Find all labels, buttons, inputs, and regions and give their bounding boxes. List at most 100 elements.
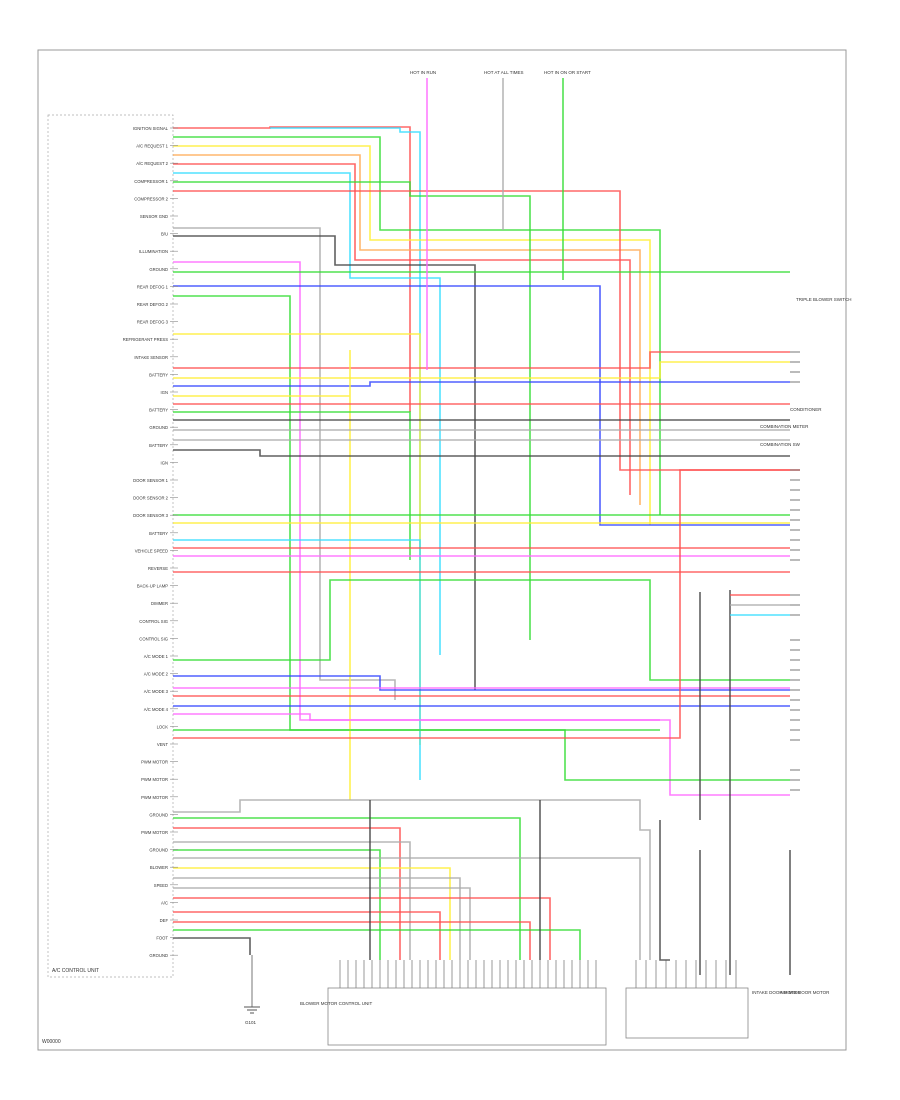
pin-label: CONTROL SIG (139, 636, 168, 641)
wire (173, 817, 521, 960)
pin-label: GROUND (149, 425, 168, 430)
pin-label: A/C (161, 900, 168, 905)
right-label-group: TRIPLE BLOWER SWITCH CONDITIONER COMBINA… (760, 297, 852, 447)
pin-label: ILLUMINATION (139, 249, 168, 254)
wire (173, 729, 790, 781)
left-pin-labels: IGNITION SIGNAL A/C REQUEST 1 A/C REQUEST … (123, 126, 169, 958)
wire (173, 285, 790, 526)
pin-label: FOOT (156, 936, 168, 941)
right-label-conditioner: CONDITIONER (790, 407, 822, 412)
wire (173, 163, 631, 495)
pin-label: COMPRESSOR 2 (134, 196, 168, 201)
wire (173, 887, 471, 960)
pin-label: DEF (160, 918, 169, 923)
top-label-3: HOT IN ON OR START (544, 70, 591, 75)
pin-label: LOCK (157, 724, 169, 729)
pin-label: DOOR SENSOR 2 (133, 496, 169, 501)
pin-label: PWM MOTOR (141, 777, 168, 782)
ecu-label: A/C CONTROL UNIT (52, 968, 99, 974)
wire (173, 154, 641, 505)
wire (270, 127, 421, 560)
pin-label: DOOR SENSOR 3 (133, 513, 169, 518)
pin-label: REAR DEFOG 2 (137, 302, 169, 307)
pin-label: BACK-UP LAMP (137, 584, 168, 589)
bottom-label-airmix: AIR MIX DOOR MOTOR (780, 990, 830, 995)
wire (659, 820, 670, 961)
wire (173, 126, 411, 412)
pin-label: A/C REQUEST 1 (136, 144, 168, 149)
bottom-modules: BLOWER MOTOR CONTROL UNIT INTAKE DOOR MO… (300, 987, 830, 1046)
pin-label: PWM MOTOR (141, 795, 168, 800)
pin-label: A/C REQUEST 2 (136, 161, 168, 166)
pin-label: VENT (157, 742, 169, 747)
wire (173, 227, 396, 700)
bottom-label-intake: INTAKE DOOR MOTOR (752, 990, 801, 995)
pin-label: INTAKE SENSOR (134, 355, 168, 360)
pin-label: IGN (161, 460, 168, 465)
pin-label: DOOR SENSOR 1 (133, 478, 169, 483)
wire (173, 857, 641, 960)
pin-label: A/C MODE 1 (144, 654, 169, 659)
pin-label: PWM MOTOR (141, 830, 168, 835)
wire (173, 351, 790, 369)
wire (173, 841, 411, 960)
pin-label: B/U (161, 232, 168, 237)
door-motor-box (625, 987, 749, 1039)
top-label-2: HOT AT ALL TIMES (484, 70, 524, 75)
wire (173, 929, 581, 960)
pin-label: GROUND (149, 267, 168, 272)
wire (173, 145, 651, 525)
pin-label: BATTERY (149, 443, 168, 448)
top-label-1: HOT IN RUN (410, 70, 436, 75)
ground-symbol: G101 (244, 955, 260, 1025)
ground-label: G101 (245, 1020, 257, 1025)
pin-label: CONTROL SIG (139, 619, 168, 624)
pin-label: BLOWER (150, 865, 168, 870)
wire (173, 921, 531, 960)
wire (173, 539, 421, 780)
wire (173, 877, 461, 960)
pin-label: GROUND (149, 812, 168, 817)
wire (173, 449, 790, 457)
wire (173, 361, 790, 379)
wire (173, 411, 411, 560)
pin-label: GROUND (149, 848, 168, 853)
pin-label: A/C MODE 4 (144, 707, 169, 712)
wire (173, 381, 790, 387)
pin-label: REAR DEFOG 3 (137, 320, 169, 325)
pin-label: BATTERY (149, 531, 168, 536)
pin-label: PWM MOTOR (141, 760, 168, 765)
pin-label: SPEED (154, 883, 168, 888)
pin-label: COMPRESSOR 1 (134, 179, 168, 184)
wire (173, 911, 441, 960)
wire-harness (170, 78, 800, 988)
pin-label: A/C MODE 3 (144, 689, 169, 694)
wire (173, 799, 651, 960)
pin-label: IGNITION SIGNAL (133, 126, 169, 131)
wire (173, 713, 790, 796)
wire (173, 849, 381, 960)
wire (173, 827, 401, 960)
ecu-box (47, 114, 174, 978)
wire (173, 897, 551, 960)
pin-label: SENSOR GND (140, 214, 168, 219)
blower-control-box (327, 987, 607, 1046)
pin-label: REFRIGERANT PRESS (123, 337, 169, 342)
wire (173, 235, 476, 690)
wire (173, 579, 790, 681)
wire (173, 675, 790, 691)
pin-label: IGN (161, 390, 168, 395)
pin-label: BATTERY (149, 408, 168, 413)
pin-label: REVERSE (148, 566, 168, 571)
wire (173, 469, 800, 739)
wire (173, 350, 351, 800)
right-label-blower-switch: TRIPLE BLOWER SWITCH (796, 297, 852, 302)
pin-label: GROUND (149, 953, 168, 958)
pin-label: REAR DEFOG 1 (137, 284, 169, 289)
pin-label: DIMMER (151, 601, 168, 606)
right-label-combo-switch: COMBINATION SW (760, 442, 801, 447)
wire (173, 937, 251, 955)
wire (173, 181, 531, 640)
top-label-group: HOT IN RUN HOT AT ALL TIMES HOT IN ON OR… (410, 70, 591, 75)
